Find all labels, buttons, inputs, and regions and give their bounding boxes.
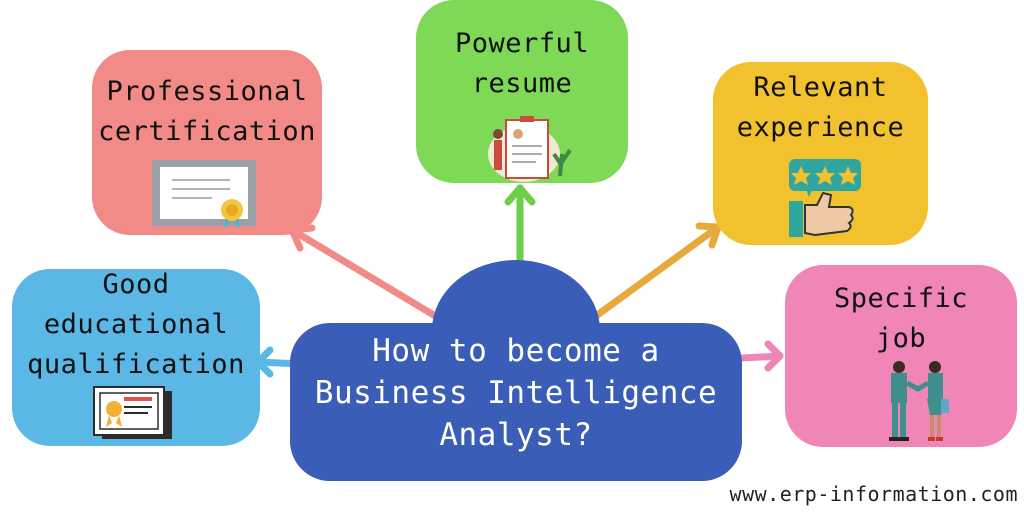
arrow-to-job: [738, 340, 784, 372]
diploma-icon: [93, 386, 172, 439]
node-professional-certification: Professional certification: [92, 50, 322, 235]
node-label: Powerful resume: [454, 28, 590, 99]
rating-thumbs-up-icon: [789, 159, 861, 237]
arrow-to-resume: [504, 184, 536, 266]
node-label: Specific job: [833, 283, 969, 354]
central-cloud: [290, 260, 742, 481]
certificate-icon: [152, 160, 256, 228]
node-label: Professional certification: [98, 76, 316, 147]
node-powerful-resume: Powerful resume: [416, 0, 628, 183]
node-label: Relevant experience: [736, 72, 905, 143]
node-good-educational-qualification: Good educational qualification: [12, 269, 260, 446]
node-relevant-experience: Relevant experience: [713, 62, 928, 245]
website-watermark: www.erp-information.com: [729, 482, 1018, 506]
resume-icon: [488, 116, 572, 182]
central-question: How to become a Business Intelligence An…: [314, 333, 718, 453]
handshake-icon: [889, 361, 949, 441]
node-specific-job: Specific job: [785, 265, 1017, 447]
node-label: Good educational qualification: [27, 269, 245, 380]
